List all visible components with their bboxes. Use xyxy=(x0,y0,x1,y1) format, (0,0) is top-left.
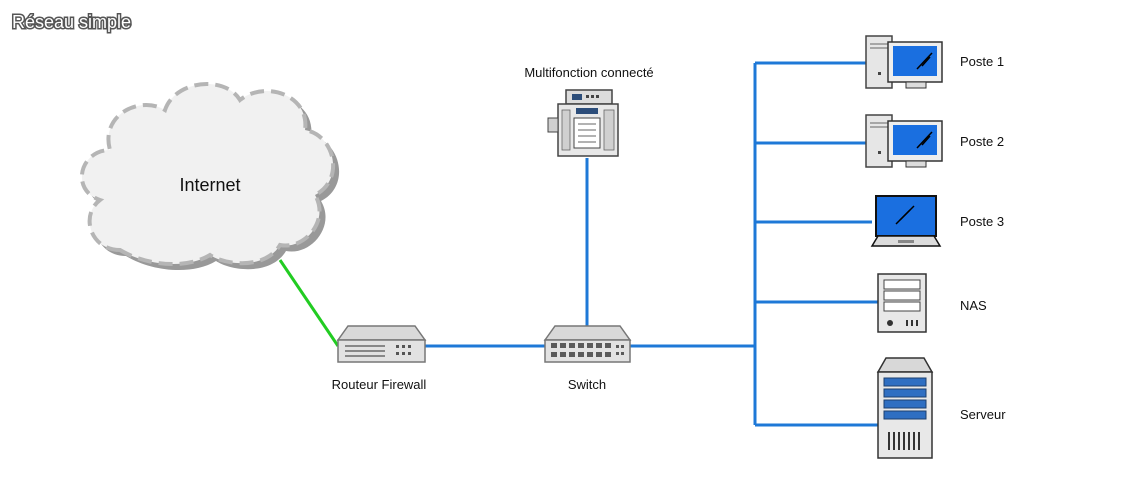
cloud-icon xyxy=(80,82,340,271)
desktop-computer-icon-2 xyxy=(865,114,943,168)
wan-link xyxy=(278,259,340,347)
server-label: Serveur xyxy=(960,407,1006,422)
nas-icon xyxy=(877,273,927,333)
desktop-computer-icon-1 xyxy=(865,35,943,89)
printer-icon xyxy=(547,89,619,157)
router-icon xyxy=(336,325,427,363)
switch-label: Switch xyxy=(568,377,606,392)
internet-label: Internet xyxy=(179,175,240,195)
poste3-label: Poste 3 xyxy=(960,214,1004,229)
multifunction-label: Multifonction connecté xyxy=(524,65,653,80)
links xyxy=(278,61,878,427)
poste2-label: Poste 2 xyxy=(960,134,1004,149)
server-icon xyxy=(876,357,934,459)
laptop-icon xyxy=(870,195,942,247)
diagram-title: Réseau simple xyxy=(12,12,131,32)
switch-icon xyxy=(543,325,632,363)
nas-label: NAS xyxy=(960,298,987,313)
router-label: Routeur Firewall xyxy=(332,377,427,392)
poste1-label: Poste 1 xyxy=(960,54,1004,69)
